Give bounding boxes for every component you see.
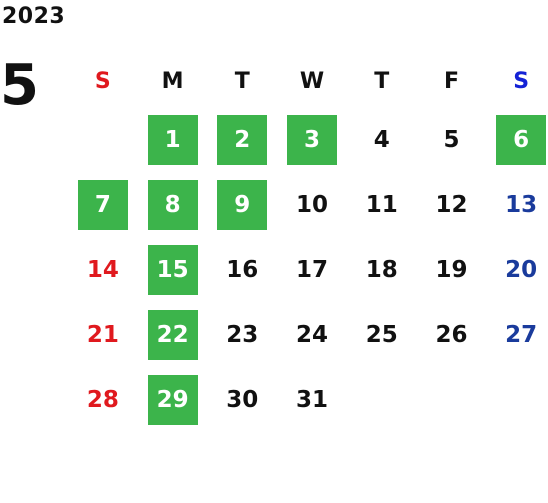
day-cell-highlighted[interactable]: 15 [138,244,208,295]
day-number: 9 [217,179,268,230]
calendar-week-row: 21 22 23 24 25 26 27 [68,302,548,367]
day-cell[interactable]: 4 [347,115,417,165]
day-cell-highlighted[interactable]: 6 [486,114,548,165]
day-cell-highlighted[interactable]: 9 [207,179,277,230]
day-number: 28 [86,386,119,413]
weekday-wednesday: W [299,68,325,94]
day-cell-highlighted[interactable]: 2 [207,114,277,165]
day-number: 23 [226,321,259,348]
day-number: 31 [296,386,329,413]
day-number: 14 [86,256,119,283]
day-cell-highlighted[interactable]: 29 [138,374,208,425]
weekday-tuesday: T [234,68,250,94]
day-number: 18 [365,256,398,283]
day-number: 1 [147,114,198,165]
day-number: 30 [226,386,259,413]
day-cell[interactable]: 19 [417,245,487,295]
day-cell[interactable]: 14 [68,245,138,295]
day-number: 3 [287,114,338,165]
day-number: 8 [147,179,198,230]
day-cell-highlighted[interactable]: 7 [68,179,138,230]
day-cell[interactable]: 11 [347,180,417,230]
day-number: 29 [147,374,198,425]
day-number: 4 [373,126,390,153]
day-number: 15 [147,244,198,295]
day-number: 20 [505,256,538,283]
calendar-week-row: 28 29 30 31 [68,367,548,432]
day-number: 6 [496,114,547,165]
day-number: 19 [435,256,468,283]
day-number: 24 [296,321,329,348]
weekday-header-row: S M T W T F S [68,55,548,107]
empty-day-cell [347,375,417,425]
day-number: 13 [505,191,538,218]
day-cell-highlighted[interactable]: 22 [138,309,208,360]
day-cell-highlighted[interactable]: 8 [138,179,208,230]
calendar-week-row: 14 15 16 17 18 19 20 [68,237,548,302]
day-number: 26 [435,321,468,348]
day-number: 7 [77,179,128,230]
year-label: 2023 [2,4,66,29]
day-cell[interactable]: 21 [68,310,138,360]
day-number: 5 [443,126,460,153]
day-cell[interactable]: 23 [207,310,277,360]
weekday-friday: F [443,68,459,94]
day-cell[interactable]: 16 [207,245,277,295]
day-cell[interactable]: 27 [486,310,548,360]
day-cell[interactable]: 13 [486,180,548,230]
day-number: 11 [365,191,398,218]
day-number [78,115,128,165]
day-number: 12 [435,191,468,218]
weekday-saturday: S [513,68,530,94]
day-cell[interactable]: 31 [277,375,347,425]
weekday-sunday: S [94,68,111,94]
day-number: 21 [86,321,119,348]
day-cell[interactable]: 20 [486,245,548,295]
day-number [357,375,407,425]
day-cell[interactable]: 30 [207,375,277,425]
empty-day-cell [417,375,487,425]
day-number [426,375,476,425]
day-number: 2 [217,114,268,165]
month-number: 5 [0,53,39,118]
day-cell[interactable]: 5 [417,115,487,165]
day-number [496,375,546,425]
day-cell[interactable]: 24 [277,310,347,360]
weekday-monday: M [161,68,184,94]
empty-day-cell [68,115,138,165]
weekday-thursday: T [374,68,390,94]
day-cell[interactable]: 10 [277,180,347,230]
day-cell-highlighted[interactable]: 3 [277,114,347,165]
day-number: 16 [226,256,259,283]
day-cell[interactable]: 17 [277,245,347,295]
day-number: 17 [296,256,329,283]
day-cell-highlighted[interactable]: 1 [138,114,208,165]
empty-day-cell [486,375,548,425]
day-cell[interactable]: 18 [347,245,417,295]
day-number: 27 [505,321,538,348]
day-number: 25 [365,321,398,348]
day-cell[interactable]: 12 [417,180,487,230]
day-cell[interactable]: 25 [347,310,417,360]
day-number: 22 [147,309,198,360]
day-cell[interactable]: 26 [417,310,487,360]
day-number: 10 [296,191,329,218]
day-cell[interactable]: 28 [68,375,138,425]
